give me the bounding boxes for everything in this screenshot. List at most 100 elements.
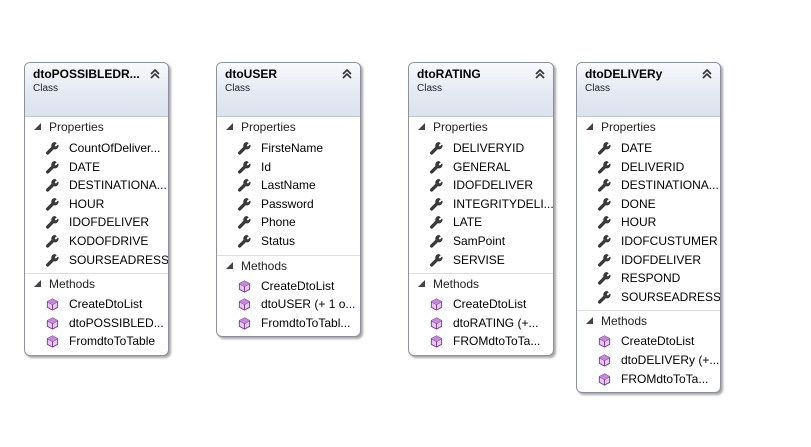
method-cube-icon [598,335,611,349]
properties-section-header[interactable]: Properties [217,117,360,137]
class-name: dtoUSER [225,67,277,81]
property-item[interactable]: IDOFCUSTUMER [577,232,720,251]
properties-section-header[interactable]: Properties [25,117,168,137]
method-cube-icon [430,335,443,349]
method-item[interactable]: dtoRATING (+... [409,314,553,333]
wrench-icon [430,216,443,229]
expand-triangle-icon[interactable] [226,123,233,130]
method-item[interactable]: FromdtoToTabl... [217,314,360,333]
class-kind: Class [33,83,59,94]
properties-section-header[interactable]: Properties [409,117,553,137]
property-item[interactable]: Status [217,232,360,251]
property-item[interactable]: SOURSEADRESS [25,251,168,270]
methods-section-header[interactable]: Methods [577,310,720,331]
methods-section-header[interactable]: Methods [409,273,553,294]
property-item[interactable]: SERVISE [409,251,553,270]
wrench-icon [430,253,443,267]
property-name: Id [261,159,272,174]
property-name: DATE [621,141,653,155]
expand-triangle-icon[interactable] [226,261,233,269]
method-item[interactable]: dtoDELIVERy (+... [577,351,720,370]
expand-triangle-icon[interactable] [418,123,425,130]
property-item[interactable]: LastName [217,176,360,195]
section-label: Methods [241,258,288,273]
property-item[interactable]: GENERAL [409,158,553,177]
expand-triangle-icon[interactable] [586,317,593,325]
expand-triangle-icon[interactable] [34,280,41,288]
property-item[interactable]: DATE [577,139,720,158]
method-item[interactable]: CreateDtoList [25,295,168,314]
collapse-chevron-icon[interactable] [533,67,547,81]
method-item[interactable]: FromdtoToTable [25,332,168,351]
wrench-icon [430,197,443,211]
property-item[interactable]: INTEGRITYDELI... [409,195,553,214]
collapse-chevron-icon[interactable] [340,67,354,81]
property-name: Status [261,233,296,248]
wrench-icon [598,272,611,285]
property-name: DESTINATIONA... [69,178,167,193]
wrench-icon [430,235,443,248]
method-name: CreateDtoList [453,297,527,312]
collapse-chevron-icon[interactable] [148,67,162,81]
wrench-icon [238,216,251,229]
property-item[interactable]: DELIVERID [577,158,720,177]
wrench-icon [238,160,251,174]
method-item[interactable]: dtoUSER (+ 1 o... [217,295,360,314]
method-item[interactable]: CreateDtoList [217,277,360,296]
method-name: CreateDtoList [621,334,695,349]
class-kind: Class [585,83,611,94]
method-item[interactable]: CreateDtoList [577,332,720,351]
property-item[interactable]: DONE [577,195,720,214]
property-item[interactable]: DESTINATIONA... [577,176,720,195]
property-item[interactable]: DESTINATIONA... [25,176,168,195]
method-item[interactable]: FROMdtoToTa... [409,332,553,351]
property-item[interactable]: KODOFDRIVE [25,232,168,251]
expand-triangle-icon[interactable] [586,123,593,130]
property-item[interactable]: DATE [25,158,168,177]
collapse-chevron-icon[interactable] [700,67,714,81]
section-label: Methods [601,314,648,329]
property-item[interactable]: CountOfDeliver... [25,139,168,158]
property-item[interactable]: DELIVERYID [409,139,553,158]
method-cube-icon [46,335,59,349]
property-item[interactable]: Phone [217,213,360,232]
property-name: IDOFDELIVER [453,178,534,193]
method-item[interactable]: dtoPOSSIBLED... [25,314,168,333]
property-item[interactable]: Password [217,195,360,214]
property-item[interactable]: IDOFDELIVER [577,251,720,270]
property-item[interactable]: IDOFDELIVER [409,176,553,195]
property-item[interactable]: SamPoint [409,232,553,251]
method-item[interactable]: FROMdtoToTa... [577,370,720,389]
method-cube-icon [46,317,59,330]
property-name: HOUR [621,215,657,230]
property-item[interactable]: FirsteName [217,139,360,158]
property-item[interactable]: HOUR [577,213,720,232]
property-item[interactable]: SOURSEADRESS [577,288,720,307]
wrench-icon [598,142,611,155]
methods-list: CreateDtoList dtoDELIVERy (+...FROMdtoToT… [577,330,720,392]
method-item[interactable]: CreateDtoList [409,295,553,314]
property-name: SOURSEADRESS [69,252,168,267]
property-item[interactable]: RESPOND [577,269,720,288]
properties-section-header[interactable]: Properties [577,117,720,137]
property-item[interactable]: Id [217,158,360,177]
property-item[interactable]: IDOFDELIVER [25,213,168,232]
methods-section-header[interactable]: Methods [25,273,168,294]
property-item[interactable]: LATE [409,213,553,232]
expand-triangle-icon[interactable] [418,280,425,288]
class-header[interactable]: dtoPOSSIBLEDR...Class [25,63,168,117]
property-name: FirsteName [261,141,324,155]
property-item[interactable]: HOUR [25,195,168,214]
methods-section-header[interactable]: Methods [217,254,360,275]
method-name: dtoRATING (+... [453,315,539,330]
expand-triangle-icon[interactable] [34,123,41,130]
